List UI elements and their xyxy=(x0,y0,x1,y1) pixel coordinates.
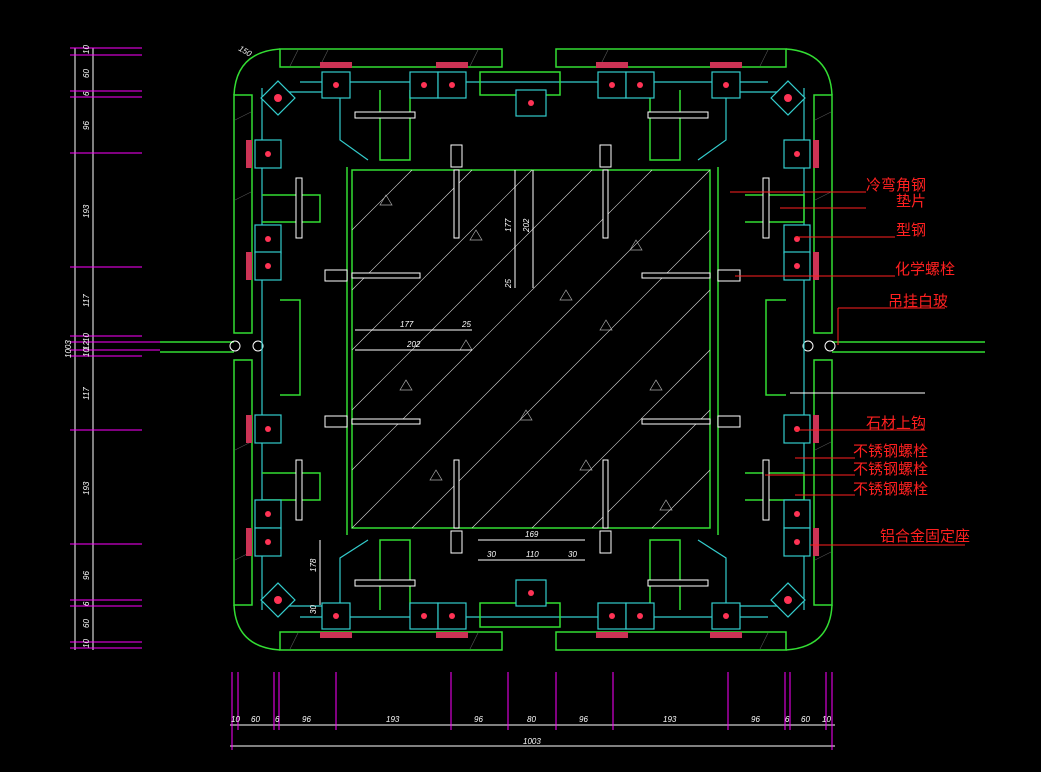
dim-30-left: 30 xyxy=(487,550,496,559)
dim-178: 178 xyxy=(309,558,318,572)
column-dimensions: 177 202 25 177 25 202 169 30 110 30 178 … xyxy=(237,44,585,614)
chemical-bolts xyxy=(324,144,741,554)
dim-bottom-6b: 6 xyxy=(785,715,790,724)
dim-150: 150 xyxy=(237,44,254,59)
label-ss-bolt-3: 不锈钢螺栓 xyxy=(853,480,928,498)
dim-bottom-193a: 193 xyxy=(386,715,400,724)
dim-left-total: 1003 xyxy=(64,340,73,358)
dim-left-10d: 10 xyxy=(82,639,91,648)
dim-202-vertical: 202 xyxy=(522,218,531,233)
label-ss-bolt-1: 不锈钢螺栓 xyxy=(853,442,928,460)
dim-left-117a: 117 xyxy=(82,294,91,307)
dim-left-117b: 117 xyxy=(82,387,91,400)
dim-bottom-96b: 96 xyxy=(474,715,483,724)
label-alu-base: 铝合金固定座 xyxy=(880,527,970,545)
corner-brackets xyxy=(260,80,806,618)
dim-bottom-10b: 10 xyxy=(822,715,831,724)
dim-25-vertical: 25 xyxy=(504,279,513,289)
dim-left-193a: 193 xyxy=(82,204,91,218)
dim-202-horizontal: 202 xyxy=(406,340,421,349)
label-stone-hook: 石材上钩 xyxy=(866,414,926,432)
dim-177-vertical: 177 xyxy=(504,218,513,232)
label-ss-bolt-2: 不锈钢螺栓 xyxy=(853,460,928,478)
leader-lines xyxy=(730,191,965,546)
dim-left-60b: 60 xyxy=(82,619,91,628)
dim-30-vertical: 30 xyxy=(309,605,318,614)
dim-left-10b: 10 xyxy=(82,333,91,342)
dim-169: 169 xyxy=(525,530,539,539)
dim-bottom-6a: 6 xyxy=(275,715,280,724)
fixing-seats xyxy=(246,62,819,638)
dim-left-96b: 96 xyxy=(82,571,91,580)
dim-30-right: 30 xyxy=(568,550,577,559)
dim-bottom-193b: 193 xyxy=(663,715,677,724)
dim-left-10c: 10 xyxy=(82,348,91,357)
dim-left-193b: 193 xyxy=(82,481,91,495)
concrete-column xyxy=(351,169,711,529)
dim-left-10a: 10 xyxy=(82,45,91,54)
label-shim: 垫片 xyxy=(896,192,926,210)
dim-bottom-60a: 60 xyxy=(251,715,260,724)
label-hanging-board: 吊挂白玻 xyxy=(888,292,948,310)
dim-left-96a: 96 xyxy=(82,121,91,130)
dim-left-6a: 6 xyxy=(82,91,91,96)
dim-left-60a: 60 xyxy=(82,69,91,78)
label-chemical-bolt: 化学螺栓 xyxy=(895,260,955,278)
dim-25-horizontal: 25 xyxy=(461,320,471,329)
dim-177-horizontal: 177 xyxy=(400,320,414,329)
dim-bottom-96c: 96 xyxy=(579,715,588,724)
callout-labels: 冷弯角钢 垫片 型钢 化学螺栓 吊挂白玻 石材上钩 不锈钢螺栓 不锈钢螺栓 不锈… xyxy=(853,176,970,545)
dim-bottom-60b: 60 xyxy=(801,715,810,724)
wall-connections xyxy=(160,340,985,353)
dim-110: 110 xyxy=(526,550,539,559)
outer-cladding xyxy=(233,48,833,651)
dim-bottom-total: 1003 xyxy=(523,737,541,746)
dim-bottom-96a: 96 xyxy=(302,715,311,724)
bottom-dimension-chain: 10 60 6 96 193 96 80 96 193 96 6 60 10 1… xyxy=(230,672,835,750)
label-cold-angle: 冷弯角钢 xyxy=(866,176,926,194)
label-section-steel: 型钢 xyxy=(896,221,926,239)
dim-left-6b: 6 xyxy=(82,601,91,606)
dim-bottom-10a: 10 xyxy=(231,715,240,724)
stainless-bolts xyxy=(295,111,770,587)
dim-left-12: 12 xyxy=(82,341,91,350)
dim-bottom-80: 80 xyxy=(527,715,536,724)
dim-bottom-96d: 96 xyxy=(751,715,760,724)
left-dimension-chain: 10 60 6 96 193 117 10 12 10 117 193 96 6… xyxy=(64,45,160,650)
